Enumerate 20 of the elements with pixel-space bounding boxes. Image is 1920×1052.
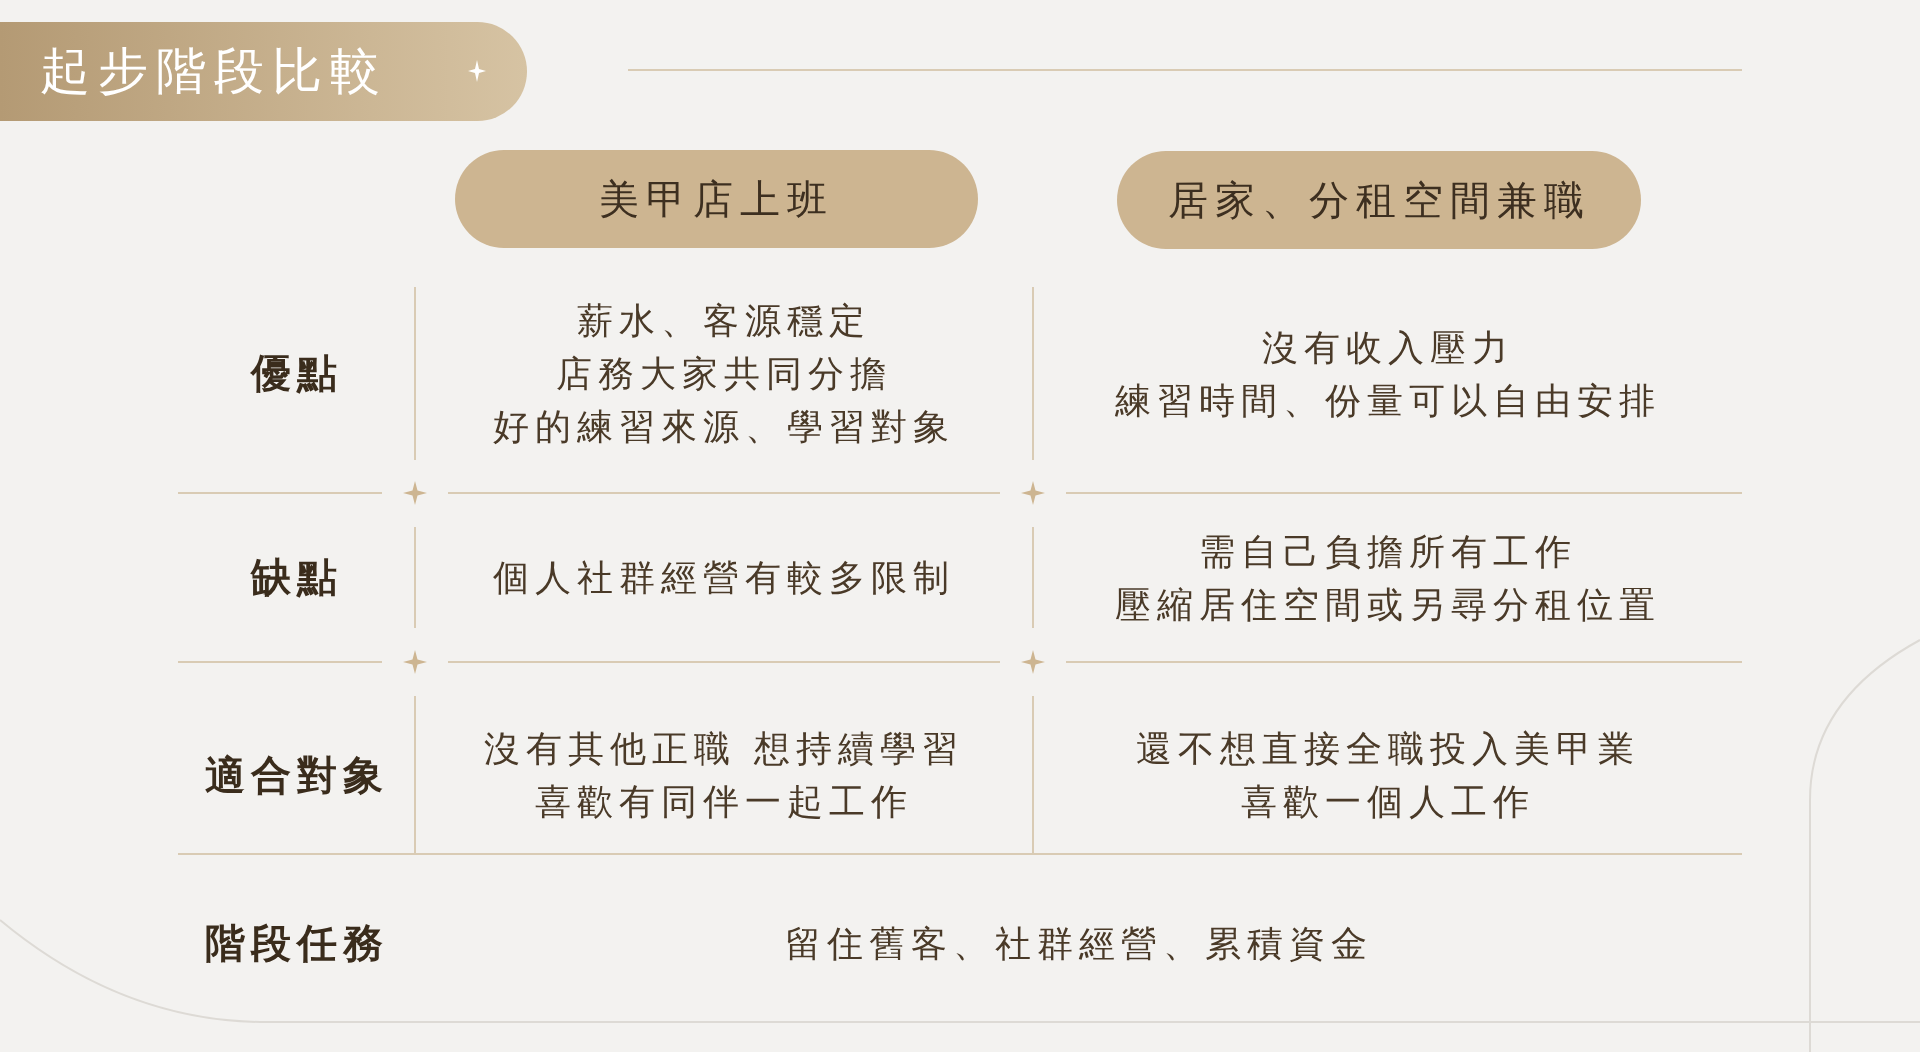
cell-text: 喜歡一個人工作 — [1240, 780, 1535, 824]
column-header-pill: 居家、分租空間兼職 — [1117, 151, 1641, 249]
cell-text: 沒有收入壓力 — [1261, 325, 1514, 370]
row-label: 缺點 — [250, 553, 343, 602]
cell-text: 留住舊客、社群經營、累積資金 — [784, 921, 1373, 966]
cell-text: 沒有其他正職 想持續學習 — [484, 727, 964, 771]
cell-text: 店務大家共同分擔 — [556, 352, 892, 396]
title: 起步階段比較 — [40, 41, 388, 102]
row-label: 優點 — [250, 349, 343, 398]
column-header-pill: 美甲店上班 — [455, 150, 978, 248]
cell-text: 薪水、客源穩定 — [577, 299, 871, 343]
cell-text: 好的練習來源、學習對象 — [493, 405, 955, 449]
cell-text: 喜歡有同伴一起工作 — [535, 780, 913, 824]
cell-text: 個人社群經營有較多限制 — [493, 556, 955, 600]
cell-text: 需自己負擔所有工作 — [1198, 529, 1577, 574]
row-label: 階段任務 — [204, 918, 389, 968]
cell-text: 還不想直接全職投入美甲業 — [1135, 727, 1640, 771]
cell-text: 壓縮居住空間或另尋分租位置 — [1114, 582, 1661, 627]
cell-text: 練習時間、份量可以自由安排 — [1114, 378, 1661, 423]
row-label: 適合對象 — [204, 750, 389, 800]
